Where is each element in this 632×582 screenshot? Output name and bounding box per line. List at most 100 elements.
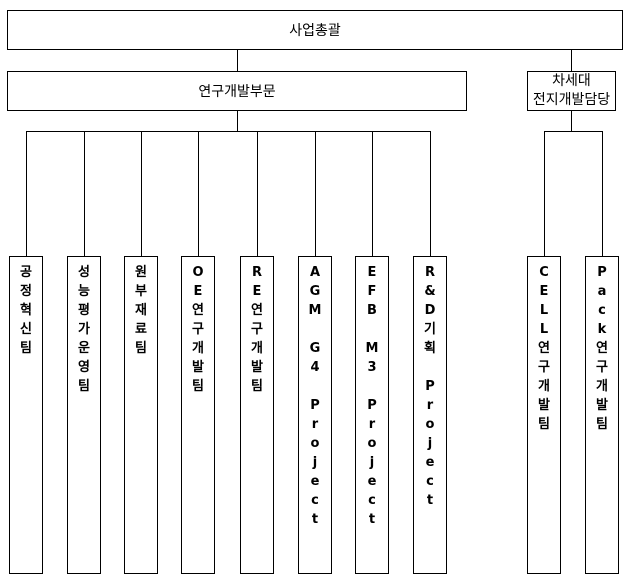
team-label-char: c: [311, 493, 319, 508]
team-label-char: R: [251, 265, 262, 280]
team-label-char: E: [193, 284, 203, 299]
node-label-line: 전지개발담당: [532, 92, 611, 108]
team-label-char: e: [310, 474, 320, 489]
team-label-char: 발: [192, 360, 204, 375]
connector-team-drop: [372, 131, 373, 256]
team-label-char: E: [539, 284, 549, 299]
connector-team-drop: [430, 131, 431, 256]
team-label-char: 성: [78, 265, 90, 280]
team-label-char: 팀: [20, 341, 32, 356]
team-label-char: [370, 320, 375, 339]
team-label-char: r: [426, 398, 434, 413]
team-label-char: E: [367, 265, 377, 280]
team-label-char: 가: [78, 322, 90, 337]
connector-nextgen-down: [571, 111, 572, 132]
team-label-char: 원: [135, 265, 147, 280]
team-label-char: B: [367, 303, 377, 318]
connector-top-to-nextgen: [571, 50, 572, 71]
team-label-char: D: [424, 303, 436, 318]
team-label-char: 료: [135, 322, 147, 337]
connector-rd-bus: [26, 131, 430, 132]
team-label-char: 획: [424, 341, 436, 356]
connector-team-drop: [84, 131, 85, 256]
team-label-char: 팀: [78, 379, 90, 394]
team-label-char: 연: [192, 303, 204, 318]
team-label-char: 혁: [20, 303, 32, 318]
connector-team-drop: [602, 131, 603, 256]
team-label-char: [313, 320, 318, 339]
team-label-char: o: [310, 436, 320, 451]
team-label-char: C: [539, 265, 549, 280]
team-label-char: L: [539, 322, 549, 337]
team-label-char: o: [425, 417, 435, 432]
team-label-char: c: [598, 303, 606, 318]
connector-team-drop: [26, 131, 27, 256]
team-label-char: 정: [20, 284, 32, 299]
team-label-char: 공: [20, 265, 32, 280]
team-label-char: t: [368, 512, 376, 527]
team-label-char: j: [369, 455, 375, 470]
team-label-char: t: [426, 493, 434, 508]
connector-nextgen-bus: [544, 131, 602, 132]
team-label-char: A: [309, 265, 321, 280]
connector-team-drop: [544, 131, 545, 256]
team-label-char: P: [310, 398, 320, 413]
team-label-char: 팀: [538, 417, 550, 432]
team-label-char: 구: [251, 322, 263, 337]
team-label-char: r: [368, 417, 376, 432]
team-label-char: P: [425, 379, 435, 394]
team-label-char: 팀: [596, 417, 608, 432]
node-business-head: 사업총괄: [7, 10, 623, 50]
team-label-char: E: [252, 284, 262, 299]
team-label-char: O: [192, 265, 204, 280]
team-label-char: 구: [538, 360, 550, 375]
team-label-char: c: [368, 493, 376, 508]
team-label-char: 연: [596, 341, 608, 356]
team-label-char: G: [309, 341, 321, 356]
connector-team-drop: [198, 131, 199, 256]
team-label-char: 팀: [192, 379, 204, 394]
team-label-char: a: [597, 284, 607, 299]
team-label-char: 신: [20, 322, 32, 337]
connector-team-drop: [141, 131, 142, 256]
node-label: 연구개발부문: [198, 84, 276, 100]
team-label-char: 개: [192, 341, 204, 356]
team-label-char: G: [309, 284, 321, 299]
team-label-char: k: [597, 322, 607, 337]
team-label-char: j: [427, 436, 433, 451]
team-label-char: 발: [538, 398, 550, 413]
team-label-char: P: [367, 398, 377, 413]
team-label-char: &: [424, 284, 436, 299]
team-label-char: e: [367, 474, 377, 489]
team-label-char: M: [365, 341, 379, 356]
team-label-char: r: [311, 417, 319, 432]
team-label-char: e: [425, 455, 435, 470]
team-label-char: 연: [538, 341, 550, 356]
connector-rd-down: [237, 111, 238, 132]
team-label-char: F: [367, 284, 377, 299]
team-label-char: j: [312, 455, 318, 470]
connector-team-drop: [315, 131, 316, 256]
team-label-char: c: [426, 474, 434, 489]
team-label-char: L: [539, 303, 549, 318]
team-label-char: [313, 377, 318, 396]
team-label-char: 팀: [251, 379, 263, 394]
team-label-char: P: [597, 265, 607, 280]
team-label-char: [428, 358, 433, 377]
team-label-char: t: [311, 512, 319, 527]
team-label-char: M: [308, 303, 322, 318]
team-label-char: 영: [78, 360, 90, 375]
team-label-char: o: [367, 436, 377, 451]
